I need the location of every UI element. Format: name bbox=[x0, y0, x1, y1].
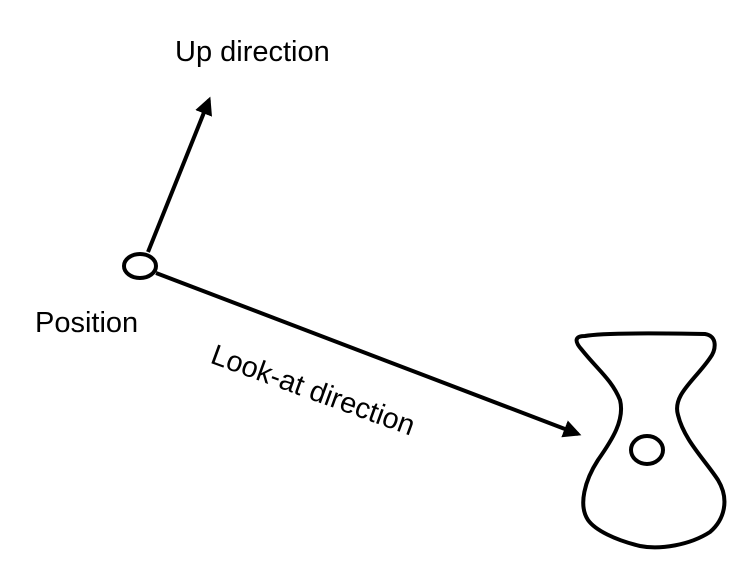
up-direction-label: Up direction bbox=[175, 36, 330, 68]
camera-position-marker bbox=[122, 252, 158, 280]
look-at-direction-arrow bbox=[155, 271, 582, 438]
up-direction-arrow bbox=[146, 96, 212, 253]
position-label: Position bbox=[35, 307, 139, 339]
target-center-marker bbox=[629, 434, 665, 466]
target-object-shape bbox=[574, 331, 727, 550]
